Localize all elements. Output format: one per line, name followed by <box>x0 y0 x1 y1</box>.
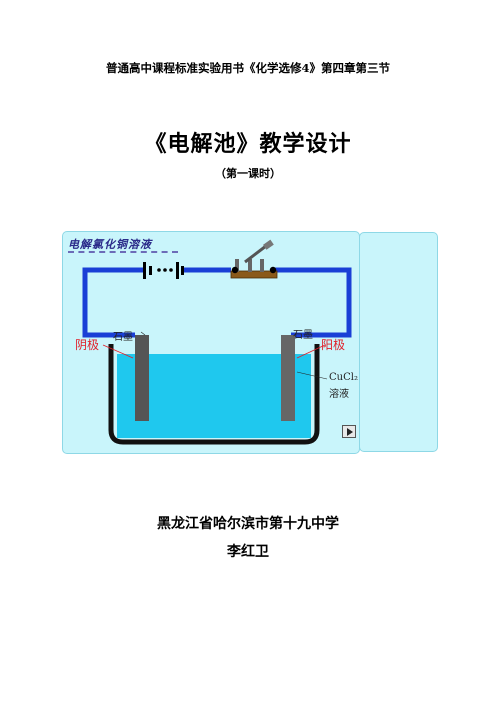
switch-icon <box>230 239 278 279</box>
battery-icon <box>143 262 184 279</box>
solution <box>117 354 311 438</box>
school-name: 黑龙江省哈尔滨市第十九中学 <box>157 516 339 532</box>
figure-title: 电解氯化铜溶液 <box>68 238 152 251</box>
document-title: 《电解池》教学设计 <box>144 131 352 157</box>
solution-name-label: 溶液 <box>329 389 349 400</box>
left-wire <box>82 267 143 338</box>
document-subtitle: （第一课时） <box>215 167 281 180</box>
right-wire <box>273 267 352 338</box>
cathode-label: 阴极 <box>75 338 100 352</box>
right-electrode <box>281 335 295 421</box>
left-material-label: 石墨 <box>113 332 133 343</box>
header-line: 普通高中课程标准实验用书《化学选修4》第四章第三节 <box>106 61 390 75</box>
beaker <box>108 344 320 445</box>
author-name: 李红卫 <box>227 544 269 560</box>
figure-title-underline <box>68 251 178 253</box>
side-panel <box>359 232 438 452</box>
electrolysis-figure: 电解氯化铜溶液 石墨 石墨 阴极 阳极 CuCl₂ 溶液 <box>62 231 360 454</box>
electrolysis-diagram <box>82 239 352 445</box>
play-button[interactable] <box>342 425 356 438</box>
anode-label: 阳极 <box>321 338 346 352</box>
right-material-label: 石墨 <box>293 330 313 341</box>
left-electrode <box>135 335 149 421</box>
solution-formula-label: CuCl₂ <box>329 372 358 383</box>
